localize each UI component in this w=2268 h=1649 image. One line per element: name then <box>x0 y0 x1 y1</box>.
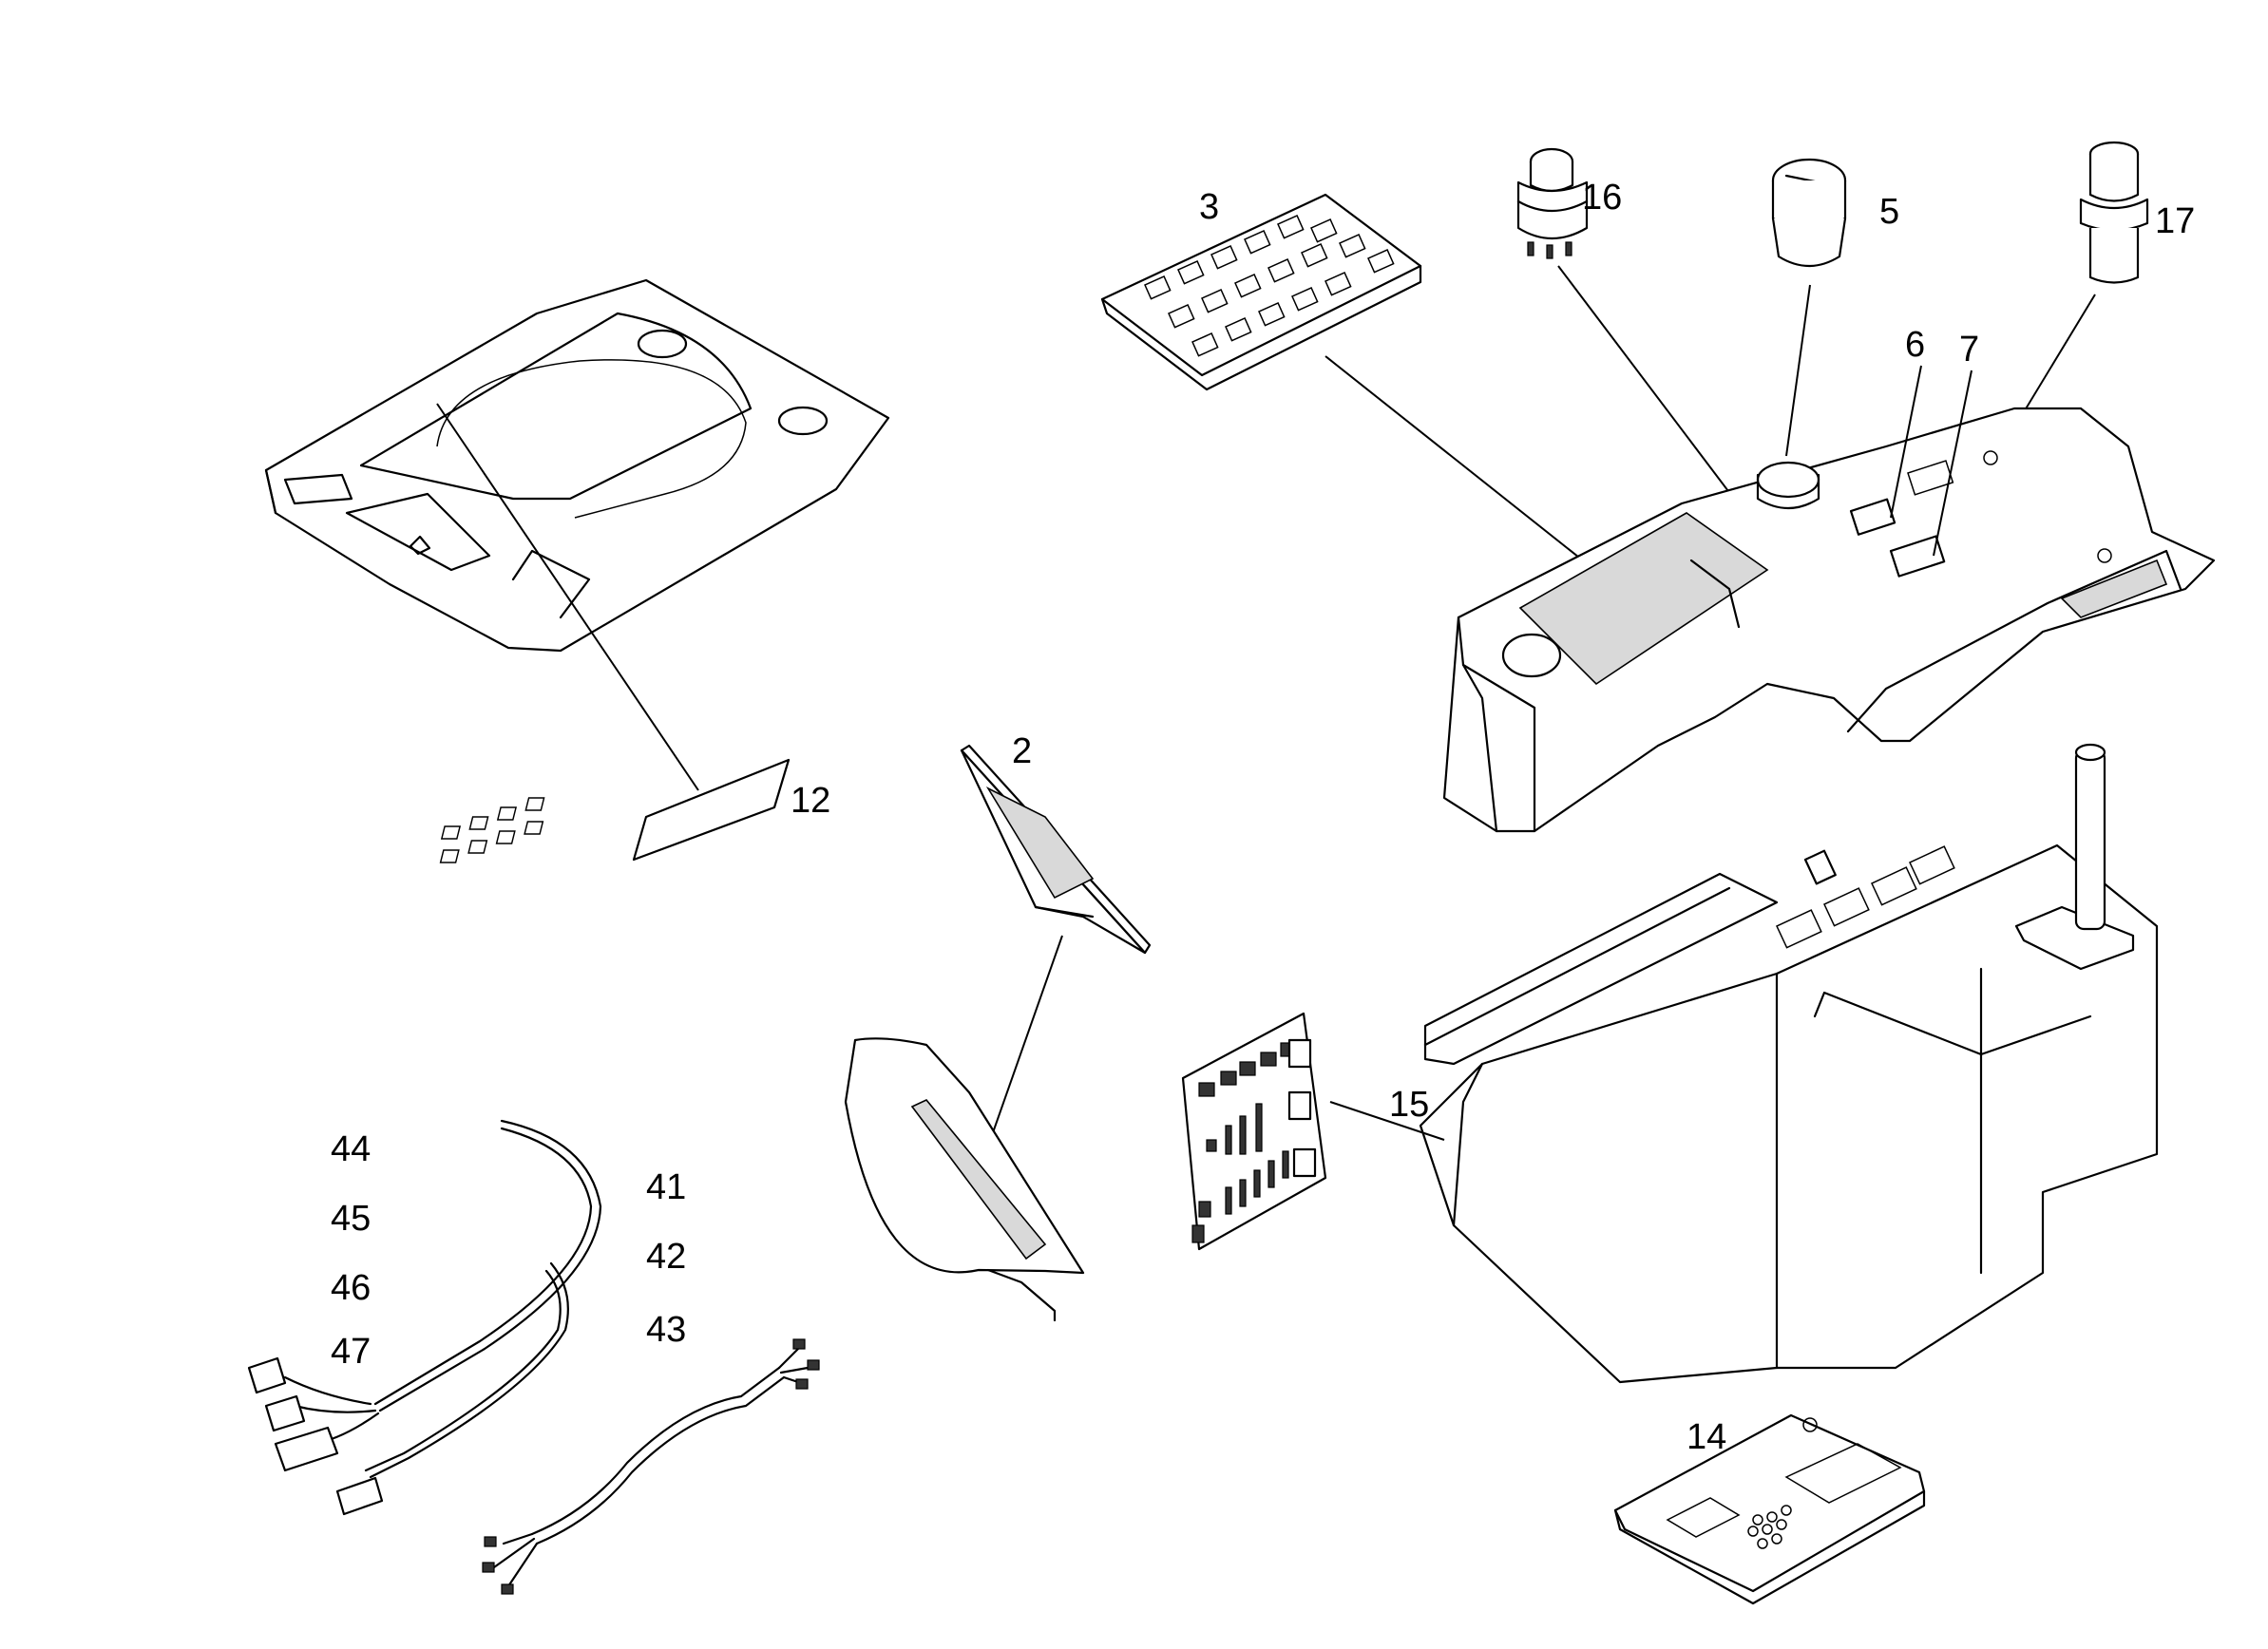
keypad-12-part <box>439 758 791 863</box>
callout-44: 44 <box>331 1129 371 1169</box>
display-frame-2-part <box>960 744 1152 955</box>
main-enclosure-part <box>1419 743 2159 1384</box>
callout-3: 3 <box>1199 187 1219 227</box>
plate-14-part <box>1613 1413 1926 1605</box>
callout-14: 14 <box>1687 1417 1726 1457</box>
callout-41: 41 <box>646 1167 686 1207</box>
cable-44-47-part <box>247 1119 602 1516</box>
callout-5: 5 <box>1879 192 1899 232</box>
leader-7 <box>1933 370 1973 557</box>
callout-47: 47 <box>331 1332 371 1372</box>
callout-46: 46 <box>331 1268 371 1308</box>
circuit-board-part <box>1181 1012 1327 1251</box>
callout-7: 7 <box>1959 330 1979 370</box>
callout-45: 45 <box>331 1199 371 1239</box>
leader-15 <box>1329 1101 1445 1141</box>
leader-12 <box>436 403 699 791</box>
callout-42: 42 <box>646 1237 686 1277</box>
knob-5-part <box>1771 158 1847 267</box>
leader-5 <box>1785 284 1811 457</box>
switch-16-part <box>1516 147 1589 259</box>
callout-12: 12 <box>791 781 830 821</box>
leader-6 <box>1890 365 1922 519</box>
callout-15: 15 <box>1389 1085 1429 1125</box>
front-bezel-part <box>844 1037 1085 1322</box>
cable-41-43-part <box>482 1338 820 1595</box>
callout-43: 43 <box>646 1310 686 1350</box>
leader-3 <box>1325 355 1626 595</box>
callout-16: 16 <box>1582 178 1622 218</box>
callout-6: 6 <box>1905 325 1925 365</box>
console-housing-part <box>1442 407 2216 833</box>
keypad-3-part <box>1100 193 1422 391</box>
callout-2: 2 <box>1012 731 1032 771</box>
callout-17: 17 <box>2155 201 2195 241</box>
top-cover-part <box>264 278 890 653</box>
indicator-17-part <box>2079 141 2149 284</box>
callout-labels: 2 3 5 6 7 12 14 15 16 17 41 42 43 44 45 … <box>331 178 2195 1457</box>
